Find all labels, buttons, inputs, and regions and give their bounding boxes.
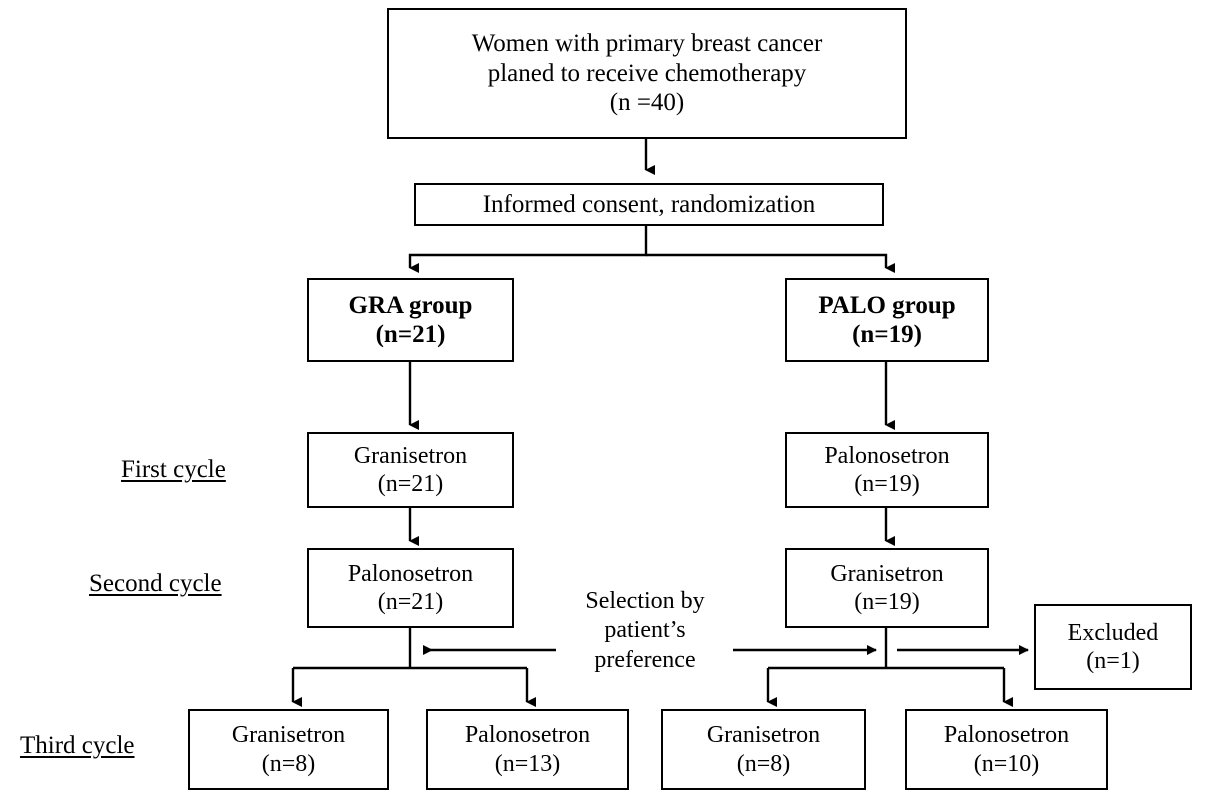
node-gra-first-cycle-line1: Granisetron — [353, 442, 468, 469]
annotation-selection-line1: Selection by — [585, 588, 705, 614]
node-gra-second-cycle-line1: Palonosetron — [347, 560, 474, 587]
node-palo-first-cycle-line1: Palonosetron — [824, 442, 950, 469]
node-gra-second-cycle: Palonosetron (n=21) — [307, 548, 514, 628]
label-third-cycle: Third cycle — [20, 732, 135, 759]
label-second-cycle: Second cycle — [89, 570, 222, 597]
node-gra-first-cycle: Granisetron (n=21) — [307, 432, 514, 508]
node-gra-first-cycle-line2: (n=21) — [377, 471, 444, 497]
node-third-gra-left-line1: Granisetron — [231, 722, 346, 749]
node-consent: Informed consent, randomization — [414, 183, 884, 226]
node-palo-group-line2: (n=19) — [852, 321, 922, 348]
node-third-gra-right-line1: Granisetron — [706, 722, 821, 749]
node-palo-first-cycle: Palonosetron (n=19) — [785, 432, 989, 508]
node-third-gra-left-line2: (n=8) — [261, 750, 316, 777]
node-third-gra-right-line2: (n=8) — [736, 750, 791, 777]
node-enrollment-line1: Women with primary breast cancer — [471, 30, 823, 58]
node-palo-group-line1: PALO group — [818, 291, 956, 319]
edge-consent-to-palo — [646, 253, 895, 273]
annotation-selection-line2: patient’s — [604, 617, 686, 644]
node-palo-second-cycle: Granisetron (n=19) — [785, 548, 989, 628]
node-third-palo-left: Palonosetron (n=13) — [426, 709, 629, 790]
node-enrollment-line3: (n =40) — [609, 89, 685, 117]
node-gra-second-cycle-line2: (n=21) — [377, 589, 444, 615]
node-third-palo-left-line2: (n=13) — [494, 750, 561, 777]
node-excluded-line1: Excluded — [1067, 619, 1159, 646]
node-third-palo-right: Palonosetron (n=10) — [905, 709, 1108, 790]
node-palo-first-cycle-line2: (n=19) — [854, 471, 920, 497]
node-third-palo-right-line1: Palonosetron — [943, 722, 1070, 749]
node-consent-line1: Informed consent, randomization — [482, 190, 816, 218]
edge-consent-to-gra — [408, 226, 648, 273]
node-third-palo-right-line2: (n=10) — [973, 750, 1040, 777]
annotation-selection-by-preference: Selection by patient’s preference — [556, 587, 734, 675]
node-excluded-line2: (n=1) — [1086, 648, 1140, 674]
node-third-palo-left-line1: Palonosetron — [464, 722, 591, 749]
node-enrollment-line2: planed to receive chemotherapy — [487, 59, 807, 87]
node-enrollment: Women with primary breast cancer planed … — [387, 8, 907, 139]
node-palo-group: PALO group (n=19) — [785, 278, 989, 362]
node-excluded: Excluded (n=1) — [1034, 604, 1192, 690]
node-gra-group-line1: GRA group — [348, 291, 473, 319]
label-first-cycle: First cycle — [121, 456, 226, 483]
node-gra-group-line2: (n=21) — [375, 321, 446, 348]
node-third-gra-left: Granisetron (n=8) — [188, 709, 389, 790]
node-gra-group: GRA group (n=21) — [307, 278, 514, 362]
node-palo-second-cycle-line1: Granisetron — [830, 560, 944, 587]
node-palo-second-cycle-line2: (n=19) — [854, 589, 920, 615]
annotation-selection-line3: preference — [594, 646, 696, 673]
node-third-gra-right: Granisetron (n=8) — [661, 709, 866, 790]
